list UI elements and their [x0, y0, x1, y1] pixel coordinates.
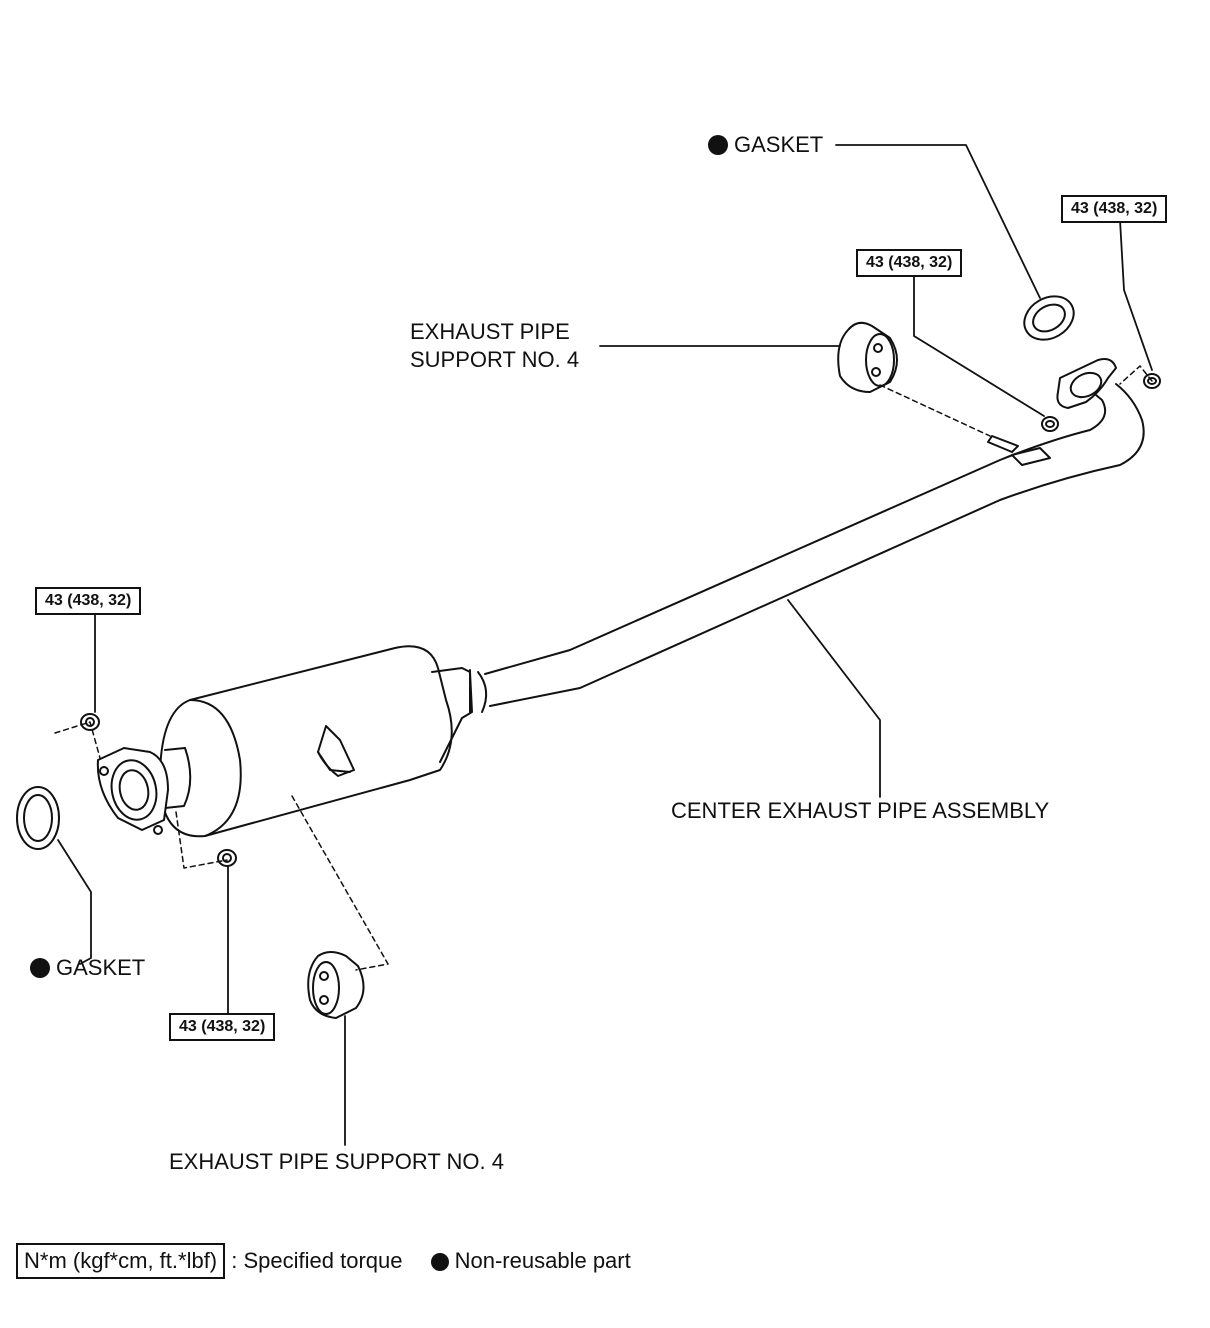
nut-left-lower [217, 849, 237, 867]
gasket-left-label: GASKET [30, 954, 145, 982]
torque-label-left-lower: 43 (438, 32) [169, 1013, 276, 1041]
non-reusable-dot-icon [708, 135, 728, 155]
non-reusable-dot-icon [30, 958, 50, 978]
legend: N*m (kgf*cm, ft.*lbf) : Specified torque… [16, 1243, 631, 1279]
gasket-top-part [1023, 295, 1075, 341]
catalytic-converter [158, 645, 473, 838]
gasket-top-label: GASKET [708, 131, 823, 159]
support-bottom-label: EXHAUST PIPE SUPPORT NO. 4 [169, 1149, 504, 1174]
support-bottom-part [307, 951, 365, 1019]
non-reusable-legend-text: Non-reusable part [454, 1248, 631, 1273]
nut-top-middle [1041, 416, 1059, 432]
non-reusable-dot-icon [430, 1253, 449, 1271]
torque-label-top-middle: 43 (438, 32) [856, 249, 963, 277]
center-pipe-label: CENTER EXHAUST PIPE ASSEMBLY [671, 798, 1050, 823]
torque-label-left-upper: 43 (438, 32) [35, 587, 142, 615]
center-exhaust-pipe [469, 383, 1145, 713]
alignment-lines [54, 365, 1153, 971]
torque-unit-box: N*m (kgf*cm, ft.*lbf) [16, 1243, 226, 1279]
support-top-part [837, 321, 898, 393]
support-top-label-line1: EXHAUST PIPE [410, 319, 570, 344]
rear-pipe-flange [96, 747, 169, 835]
pipe-hanger-bracket [987, 435, 1051, 466]
support-top-label: EXHAUST PIPE SUPPORT NO. 4 [410, 318, 579, 374]
gasket-left-part [16, 786, 60, 850]
leader-lines [57, 144, 1153, 1146]
torque-label-top-right: 43 (438, 32) [1061, 195, 1168, 223]
support-top-label-line2: SUPPORT NO. 4 [410, 347, 580, 372]
torque-legend-text: : Specified torque [231, 1248, 403, 1273]
front-pipe-flange [1056, 358, 1117, 409]
